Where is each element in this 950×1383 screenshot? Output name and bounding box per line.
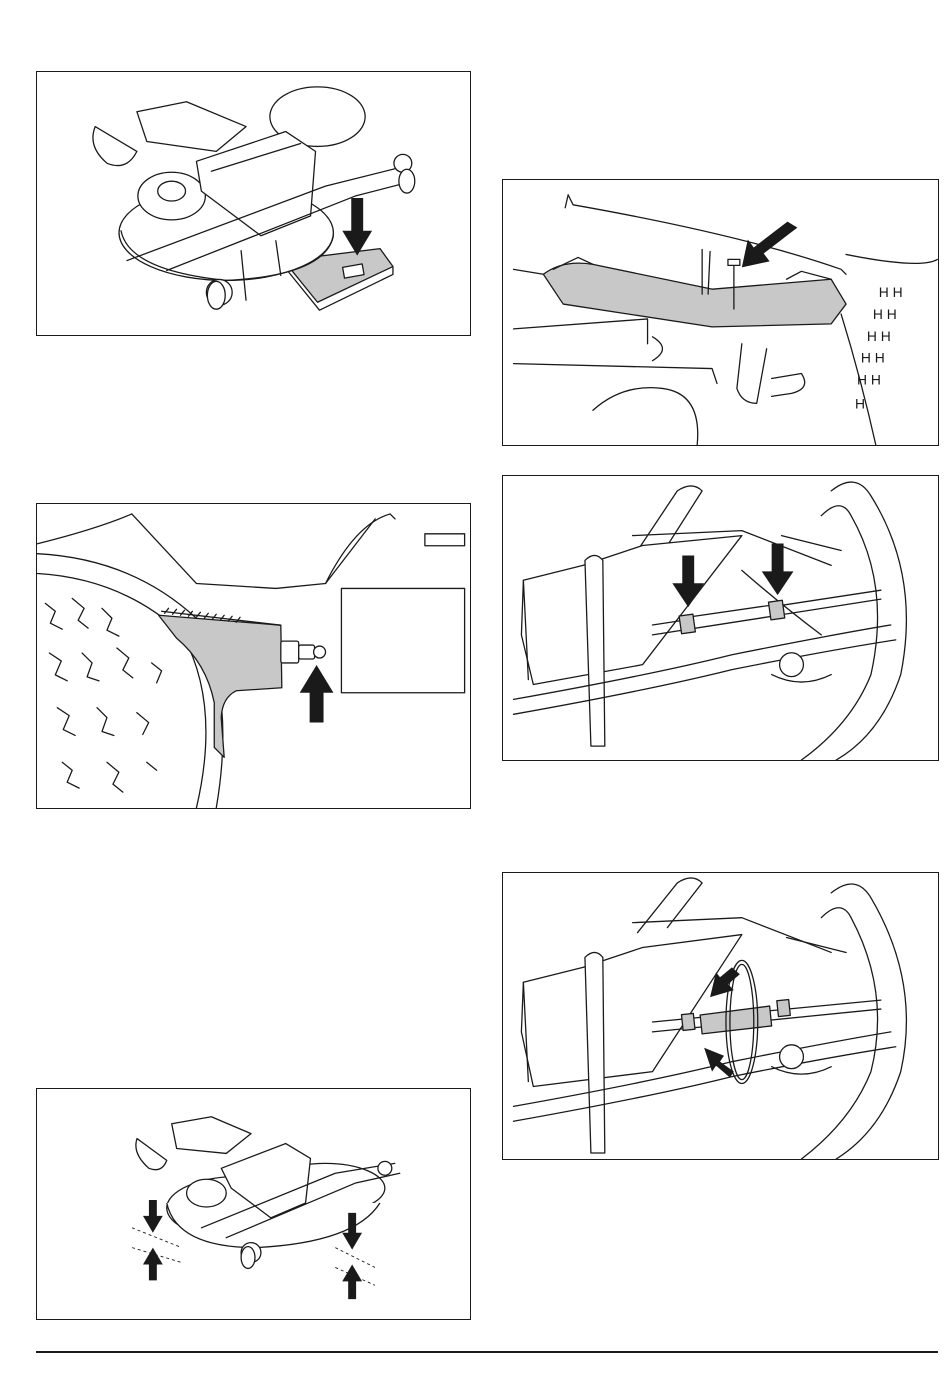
tread-mark: H H bbox=[879, 284, 903, 300]
svg-text:H H: H H bbox=[857, 371, 881, 387]
deck-level-measure-illustration bbox=[37, 1089, 470, 1319]
figure-deck-on-block bbox=[36, 71, 471, 336]
figure-adjuster-nuts bbox=[502, 475, 939, 761]
svg-text:H H: H H bbox=[861, 350, 885, 366]
adjuster-rotate-illustration bbox=[503, 873, 938, 1159]
mower-deck-on-block-illustration bbox=[37, 72, 470, 335]
adjuster-nuts-illustration bbox=[503, 476, 938, 760]
deck-lift-linkage-illustration: H H H H H H H H H H H bbox=[503, 180, 938, 445]
figure-deck-bracket-bolt bbox=[36, 503, 471, 809]
svg-text:H H: H H bbox=[873, 306, 897, 322]
svg-text:H H: H H bbox=[867, 328, 891, 344]
footer-rule bbox=[36, 1351, 938, 1353]
svg-text:H: H bbox=[855, 395, 865, 411]
figure-deck-lift-linkage: H H H H H H H H H H H bbox=[502, 179, 939, 446]
figure-deck-level-measure bbox=[36, 1088, 471, 1320]
deck-bracket-bolt-illustration bbox=[37, 504, 470, 808]
figure-adjuster-rotate bbox=[502, 872, 939, 1160]
